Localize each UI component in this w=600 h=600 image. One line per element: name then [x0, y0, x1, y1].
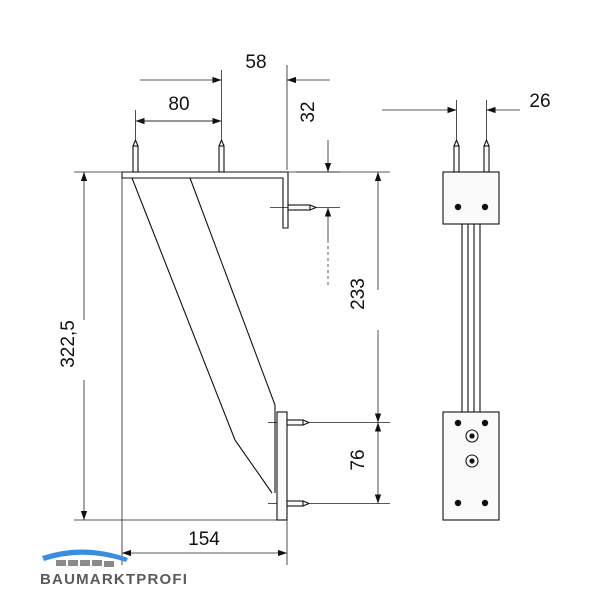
- logo-roof-icon: [42, 549, 128, 562]
- side-pin: [270, 204, 318, 211]
- front-view: 26: [382, 91, 551, 521]
- dim-32-label: 32: [298, 101, 319, 122]
- wall-plate: [276, 411, 288, 521]
- dim-322-label: 322,5: [58, 320, 79, 368]
- dim-80-label: 80: [168, 94, 189, 115]
- front-top-plate: [442, 171, 500, 225]
- dim-58-label: 58: [245, 52, 266, 73]
- bracket-outline: [121, 171, 289, 521]
- extension-lines: [74, 65, 390, 565]
- dim-233-label: 233: [348, 278, 369, 310]
- dim-154-label: 154: [188, 529, 220, 550]
- side-view: 58 80 32 233 76 322,5 154: [58, 52, 390, 565]
- dim-26-label: 26: [529, 91, 550, 112]
- dim-76-label: 76: [348, 449, 369, 470]
- wall-plate-pins: [268, 419, 311, 507]
- dimension-lines: [80, 76, 382, 557]
- top-pins: [132, 138, 225, 173]
- brand-logo: BAUMARKTPROFI: [40, 549, 188, 588]
- logo-text: BAUMARKTPROFI: [40, 571, 188, 588]
